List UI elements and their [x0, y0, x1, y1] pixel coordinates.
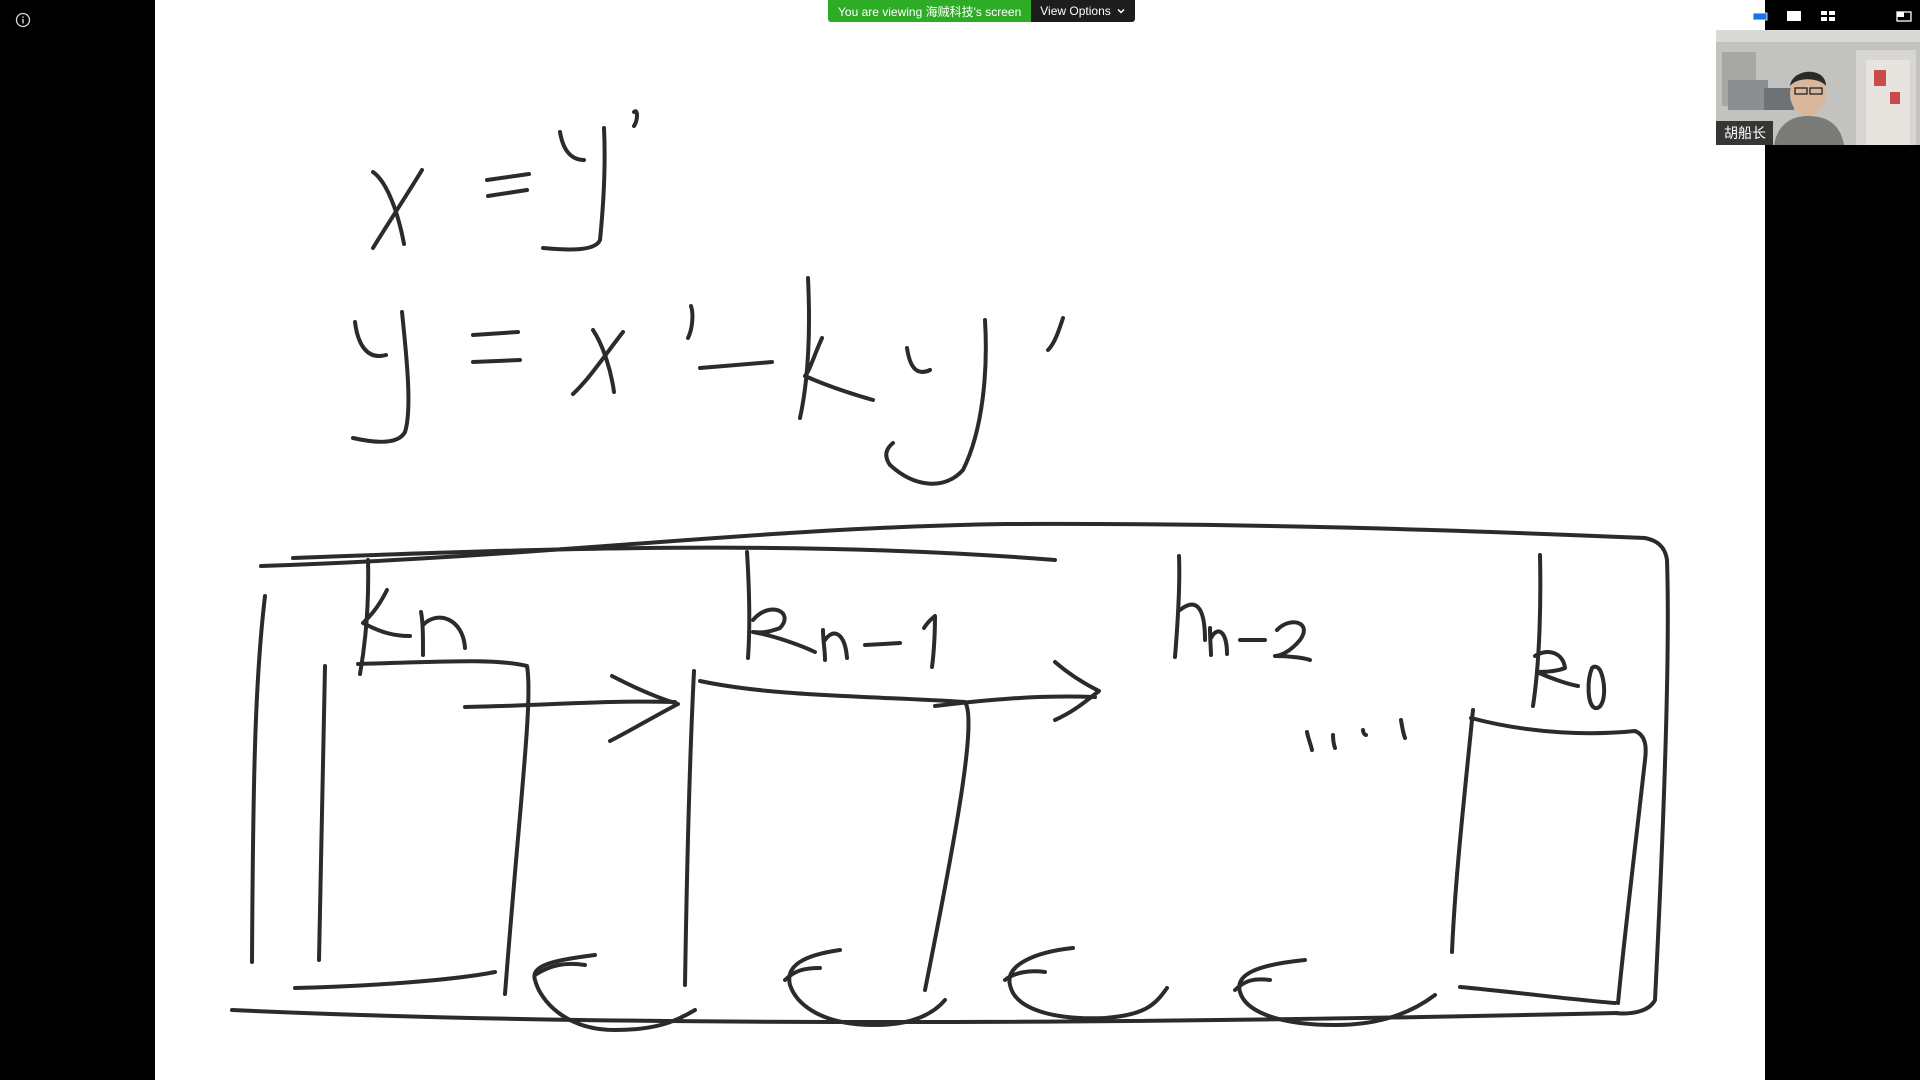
speaker-view-icon[interactable] — [1748, 4, 1772, 28]
exit-fullscreen-icon[interactable] — [1892, 4, 1916, 28]
screen-share-banner: You are viewing 海贼科技's screen View Optio… — [828, 0, 1135, 22]
view-options-label: View Options — [1040, 4, 1111, 18]
participant-name-label: 胡船长 — [1716, 121, 1773, 145]
single-view-icon[interactable] — [1782, 4, 1806, 28]
view-options-button[interactable]: View Options — [1031, 0, 1135, 22]
chevron-down-icon — [1117, 8, 1125, 14]
participant-video — [1716, 30, 1920, 145]
equation-y-equals-x-prime-minus-k-y-prime — [351, 276, 1065, 486]
minimize-icon[interactable] — [1716, 4, 1740, 28]
gallery-view-icon[interactable] — [1816, 4, 1840, 28]
equation-x-equals-y-prime — [371, 109, 639, 252]
linked-list-diagram — [230, 521, 1670, 1032]
participant-video-tile[interactable]: 胡船长 — [1716, 30, 1920, 145]
info-icon[interactable] — [15, 12, 31, 28]
whiteboard-drawing — [230, 109, 1670, 1032]
shared-screen — [155, 0, 1765, 1080]
video-layout-controls — [1716, 4, 1920, 28]
viewing-screen-label: You are viewing 海贼科技's screen — [828, 0, 1032, 22]
